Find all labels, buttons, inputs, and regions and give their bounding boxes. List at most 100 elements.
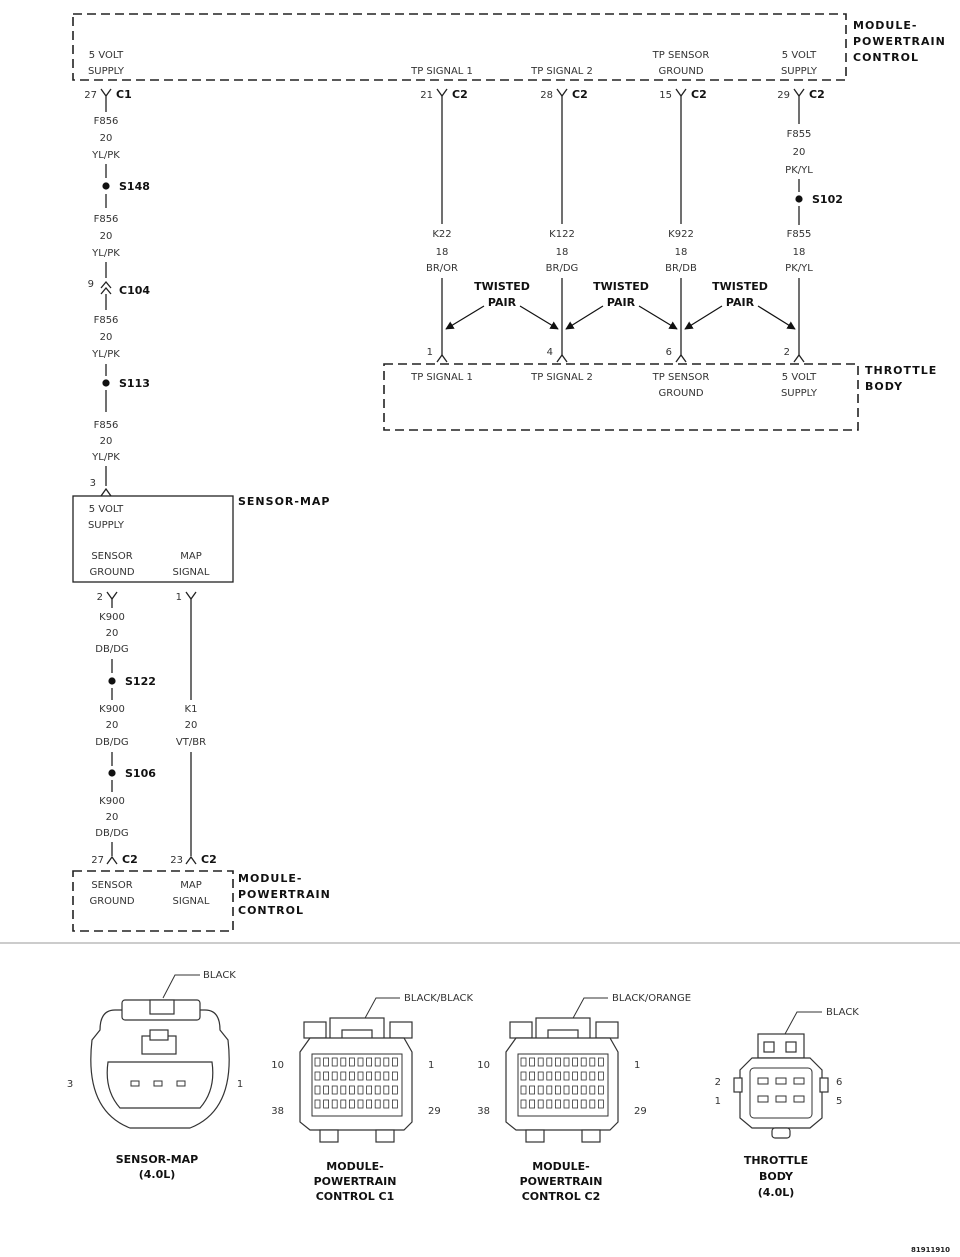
tb-pin-4-symbol [556, 353, 568, 363]
pin-cavity [589, 1099, 596, 1109]
wire-k900-1-gauge: 20 [106, 628, 119, 639]
pin-cavity [366, 1057, 373, 1067]
pin-cavity [357, 1057, 364, 1067]
pin-cavity [374, 1085, 381, 1095]
splice-s113-label: S113 [119, 377, 150, 390]
c104-pin-num: 9 [88, 279, 94, 290]
connector-view-pcm-c1: BLACK/BLACK 10 1 38 29 MODULE- POWERTRAI… [271, 993, 473, 1203]
tb-5v-label-2: SUPPLY [781, 388, 818, 399]
pin-cavity [580, 1057, 587, 1067]
splice-s113-dot [102, 379, 110, 387]
pin-cavity [391, 1099, 398, 1109]
pin-cavity [563, 1071, 570, 1081]
pin-cavity [537, 1071, 544, 1081]
pin-cavity [555, 1071, 561, 1081]
pin-cavity [529, 1085, 535, 1095]
map-pin-1-symbol [185, 591, 197, 601]
wire-k22-id: K22 [432, 229, 451, 240]
tb-tp2-label: TP SIGNAL 2 [530, 372, 593, 383]
pin-cavity [314, 1071, 321, 1081]
cv4-color: BLACK [826, 1007, 859, 1018]
splice-s122-dot [108, 677, 116, 685]
pcm-pin-27-c2-conn: C2 [122, 853, 138, 866]
pin-cavity [323, 1071, 330, 1081]
pin-cavity [340, 1099, 347, 1109]
pin-cavity [357, 1071, 364, 1081]
cv4-pin-5: 5 [836, 1096, 842, 1107]
tb-pin-1: 1 [427, 347, 433, 358]
pin-cavity [598, 1085, 604, 1095]
pcm-bottom-signal-2: SIGNAL [173, 896, 210, 907]
wire-k900-2-color: DB/DG [95, 737, 128, 748]
figure-id: 81911910 [911, 1246, 950, 1254]
wire-k900-2-gauge: 20 [106, 720, 119, 731]
pin-cavity [374, 1057, 381, 1067]
sensor-map-box: SENSOR-MAP 5 VOLT SUPPLY SENSOR GROUND M… [72, 495, 329, 603]
twisted-pair-1-line2: PAIR [488, 296, 517, 309]
c104-symbol [100, 280, 112, 295]
cv3-pin-38: 38 [477, 1106, 490, 1117]
wire-k22-gauge: 18 [436, 247, 449, 258]
pin-cavity [520, 1085, 527, 1095]
pcm-bottom-gnd-1: SENSOR [91, 880, 132, 891]
pin-29-conn: C2 [809, 88, 825, 101]
cv3-pin-29: 29 [634, 1106, 647, 1117]
pin-cavity [598, 1057, 604, 1067]
pin-cavity [598, 1099, 604, 1109]
pin-15-symbol [675, 88, 687, 98]
pin-29-num: 29 [777, 90, 790, 101]
pin-cavity [529, 1057, 535, 1067]
splice-s106-dot [108, 769, 116, 777]
pin-cavity [529, 1071, 535, 1081]
tb-pin-4: 4 [547, 347, 553, 358]
tb-gnd-label-1: TP SENSOR [652, 372, 710, 383]
tb-5v-label-1: 5 VOLT [782, 372, 817, 383]
cv2-pin-10: 10 [271, 1060, 284, 1071]
cv3-caption-3: CONTROL C2 [522, 1190, 601, 1203]
pin-cavity [331, 1071, 338, 1081]
wire-f855-1-id: F855 [787, 129, 812, 140]
cv2-pin-1: 1 [428, 1060, 434, 1071]
twisted-pair-annotations: TWISTED PAIR TWISTED PAIR TWISTED PAIR [445, 280, 796, 330]
wire-f855-2-gauge: 18 [793, 247, 806, 258]
pin-cavity [357, 1085, 364, 1095]
pin-cavity [572, 1057, 578, 1067]
throttle-body-box: THROTTLE BODY 1 4 6 2 TP SIGNAL 1 TP SIG… [383, 347, 936, 431]
cv3-color: BLACK/ORANGE [612, 993, 691, 1004]
pin-cavity [537, 1085, 544, 1095]
pin-cavity [391, 1057, 398, 1067]
pin-cavity [580, 1071, 587, 1081]
cv2-pin-38: 38 [271, 1106, 284, 1117]
connector-view-sensor-map: BLACK 3 1 SENSOR-MAP (4.0L) [67, 970, 243, 1181]
pcm-tpgnd-label-1: TP SENSOR [652, 50, 710, 61]
right-supply-circuit: F855 20 PK/YL S102 F855 18 PK/YL [785, 96, 843, 356]
map-gnd-label-2: GROUND [89, 567, 134, 578]
cv2-color: BLACK/BLACK [404, 993, 474, 1004]
wire-f856-1-gauge: 20 [100, 133, 113, 144]
cv1-color: BLACK [203, 970, 236, 981]
pin-cavity [546, 1057, 553, 1067]
pin-15-conn: C2 [691, 88, 707, 101]
tb-pin-2: 2 [784, 347, 790, 358]
pin-21-symbol [436, 88, 448, 98]
pcm-tp1-label: TP SIGNAL 1 [410, 66, 473, 77]
map-gnd-label-1: SENSOR [91, 551, 132, 562]
map-pin-3-symbol [100, 487, 112, 497]
pcm-pin-23-c2-num: 23 [170, 855, 183, 866]
c104-label: C104 [119, 284, 150, 297]
pcm-bottom-title-2: POWERTRAIN [238, 888, 331, 901]
pin-cavity [391, 1085, 398, 1095]
wire-f856-4-id: F856 [94, 420, 119, 431]
wire-k1-id: K1 [185, 704, 198, 715]
signal-circuit: K1 20 VT/BR 23 C2 [170, 599, 217, 866]
map-5v-label-2: SUPPLY [88, 520, 125, 531]
wire-k1-color: VT/BR [176, 737, 206, 748]
pin-cavity [572, 1085, 578, 1095]
cv3-pin-10: 10 [477, 1060, 490, 1071]
twisted-pair-2-line1: TWISTED [593, 280, 649, 293]
pin-cavity [314, 1085, 321, 1095]
wire-k22-color: BR/OR [426, 263, 458, 274]
wire-k900-2-id: K900 [99, 704, 125, 715]
tb-gnd-label-2: GROUND [658, 388, 703, 399]
splice-s106-label: S106 [125, 767, 156, 780]
